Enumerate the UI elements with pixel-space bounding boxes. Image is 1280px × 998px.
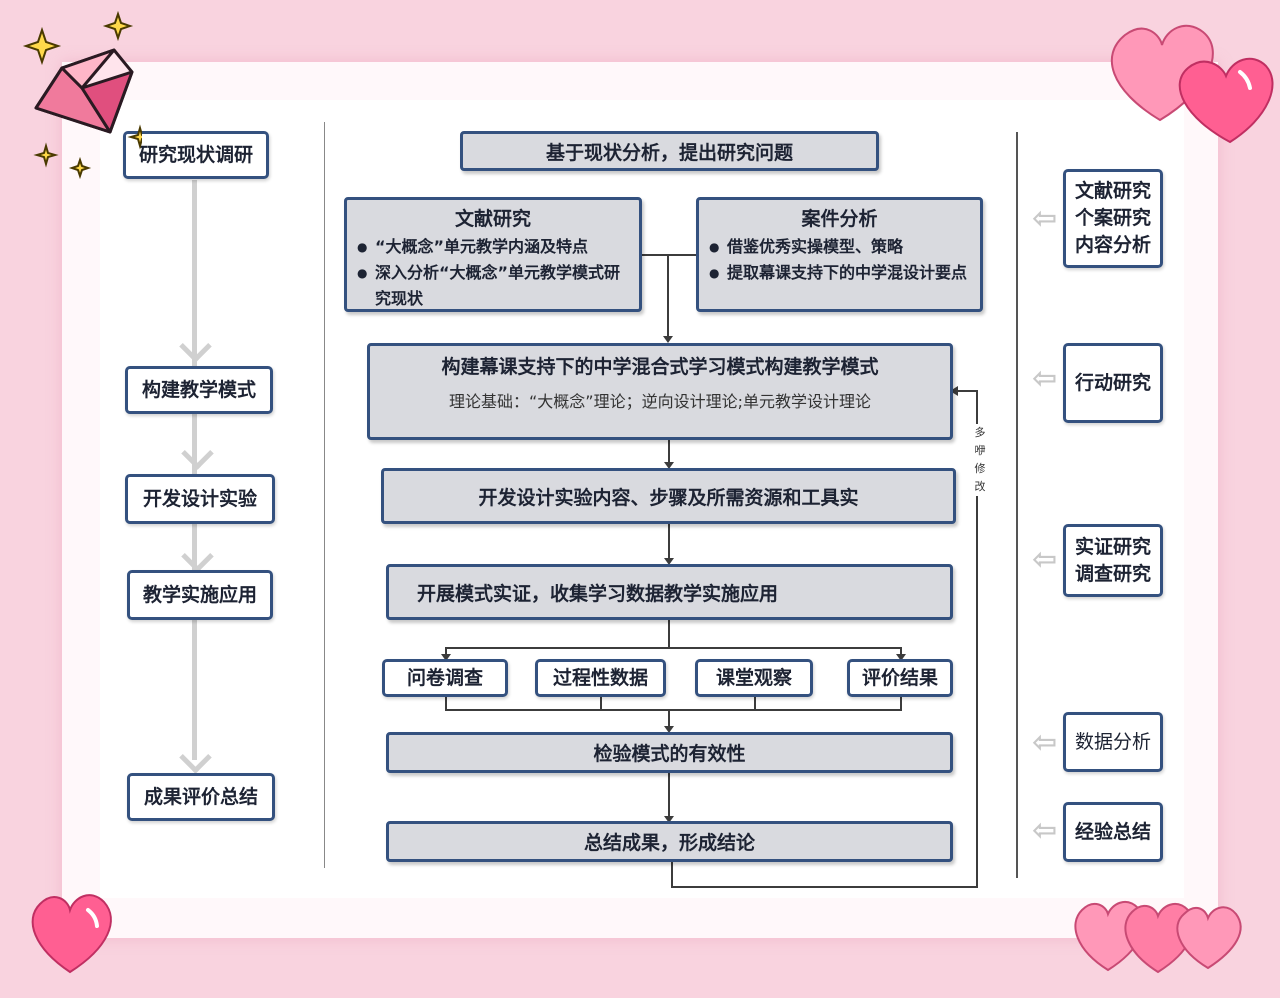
build-subtitle: 理论基础：“大概念”理论；逆向设计理论;单元教学设计理论 <box>449 392 871 411</box>
connector <box>445 709 902 711</box>
stage-develop-experiment: 开发设计实验 <box>125 474 275 524</box>
connector <box>754 697 756 710</box>
hearts-top-right-icon <box>1110 25 1274 144</box>
verify-box: 检验模式的有效性 <box>386 732 953 773</box>
feedback-line <box>671 862 673 888</box>
stage-result-evaluation: 成果评价总结 <box>127 773 275 821</box>
case-title: 案件分析 <box>801 208 878 230</box>
stage-teaching-application: 教学实施应用 <box>127 570 273 620</box>
connector <box>445 697 447 710</box>
stage-build-model: 构建教学模式 <box>125 366 273 414</box>
connector <box>445 647 902 649</box>
develop-box: 开发设计实验内容、步骤及所需资源和工具实 <box>381 468 956 524</box>
arrow-left-icon: ⇦ <box>1032 542 1058 577</box>
connector <box>668 620 670 648</box>
connector <box>900 647 902 657</box>
stage-progress-line <box>192 180 197 760</box>
data-source-observation: 课堂观察 <box>695 659 813 697</box>
case-item: 借鉴优秀实操模型、策略 <box>707 234 972 260</box>
feedback-line <box>976 390 978 888</box>
arrowhead <box>441 654 451 661</box>
connector <box>668 440 670 464</box>
data-source-process: 过程性数据 <box>535 659 666 697</box>
connector <box>667 255 669 339</box>
arrowhead <box>664 816 674 823</box>
method-experience: 经验总结 <box>1063 802 1163 862</box>
arrow-left-icon: ⇦ <box>1032 725 1058 760</box>
case-item: 提取幕课支持下的中学混设计要点 <box>707 260 972 286</box>
research-question-box: 基于现状分析，提出研究问题 <box>460 131 879 171</box>
heart-bottom-left-icon <box>31 894 112 974</box>
feedback-line <box>956 390 978 392</box>
build-model-box: 构建幕课支持下的中学混合式学习模式构建教学模式 理论基础：“大概念”理论；逆向设… <box>367 343 953 440</box>
connector <box>642 254 696 256</box>
divider-left <box>324 122 325 868</box>
method-literature: 文献研究 个案研究 内容分析 <box>1063 169 1163 268</box>
connector <box>900 697 902 710</box>
arrowhead <box>664 726 674 733</box>
arrow-left-icon: ⇦ <box>1032 361 1058 396</box>
arrowhead <box>664 462 674 469</box>
method-empirical: 实证研究 调查研究 <box>1063 524 1163 597</box>
hearts-bottom-right-icon <box>1074 900 1242 974</box>
literature-research-box: 文献研究 “大概念”单元教学内涵及特点 深入分析“大概念”单元教学模式研究现状 <box>344 197 642 312</box>
connector <box>668 524 670 560</box>
connector <box>668 773 670 817</box>
literature-item: 深入分析“大概念”单元教学模式研究现状 <box>355 260 631 312</box>
arrowhead <box>896 654 906 661</box>
case-analysis-box: 案件分析 借鉴优秀实操模型、策略 提取幕课支持下的中学混设计要点 <box>696 197 983 312</box>
data-source-questionnaire: 问卷调查 <box>382 659 508 697</box>
build-title: 构建幕课支持下的中学混合式学习模式构建教学模式 <box>441 356 879 378</box>
connector <box>600 697 602 710</box>
arrow-left-icon: ⇦ <box>1032 813 1058 848</box>
connector <box>445 647 447 657</box>
arrowhead <box>664 558 674 565</box>
arrow-left-icon: ⇦ <box>1032 201 1058 236</box>
divider-right <box>1016 132 1018 878</box>
literature-title: 文献研究 <box>454 208 531 230</box>
connector <box>668 710 670 728</box>
method-data-analysis: 数据分析 <box>1063 712 1163 772</box>
implement-box: 开展模式实证，收集学习数据教学实施应用 <box>386 564 953 620</box>
feedback-arrowhead <box>950 386 958 396</box>
literature-item: “大概念”单元教学内涵及特点 <box>355 234 631 260</box>
data-source-evaluation: 评价结果 <box>847 659 953 697</box>
feedback-label: 多 咿 修 改 <box>970 424 990 496</box>
conclude-box: 总结成果，形成结论 <box>386 821 953 862</box>
stage-research-survey: 研究现状调研 <box>123 131 269 179</box>
diamond-icon <box>22 10 142 180</box>
feedback-line <box>671 886 978 888</box>
method-action: 行动研究 <box>1063 343 1163 423</box>
arrowhead <box>663 336 673 343</box>
